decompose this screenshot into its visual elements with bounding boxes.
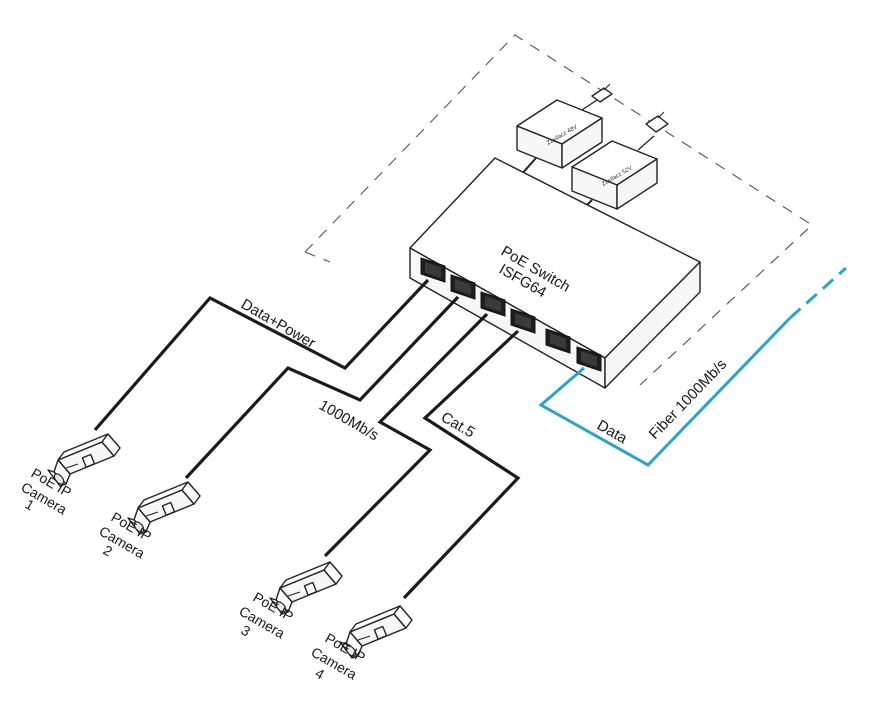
fiber-cable [538,266,847,467]
cat5-label: Cat.5 [438,409,478,442]
cable-camera-2 [184,295,460,480]
dashed-enclosure [304,34,813,386]
poe-switch: PoE Switch ISFG64 [409,157,701,389]
speed-label: 1000Mb/s [316,397,382,445]
svg-text:1: 1 [23,496,38,514]
fiber-label: Fiber 1000Mb/s [646,356,731,443]
ethernet-cables [93,278,521,600]
svg-text:3: 3 [239,622,254,640]
svg-text:2: 2 [101,542,116,560]
svg-text:4: 4 [313,665,328,683]
data-label: Data [594,417,631,448]
cable-camera-3 [323,312,489,558]
cable-camera-4 [402,329,521,600]
data-power-label: Data+Power [238,296,318,352]
cable-camera-1 [93,278,430,432]
power-supply-2: Zasilacz 52V [571,111,669,211]
